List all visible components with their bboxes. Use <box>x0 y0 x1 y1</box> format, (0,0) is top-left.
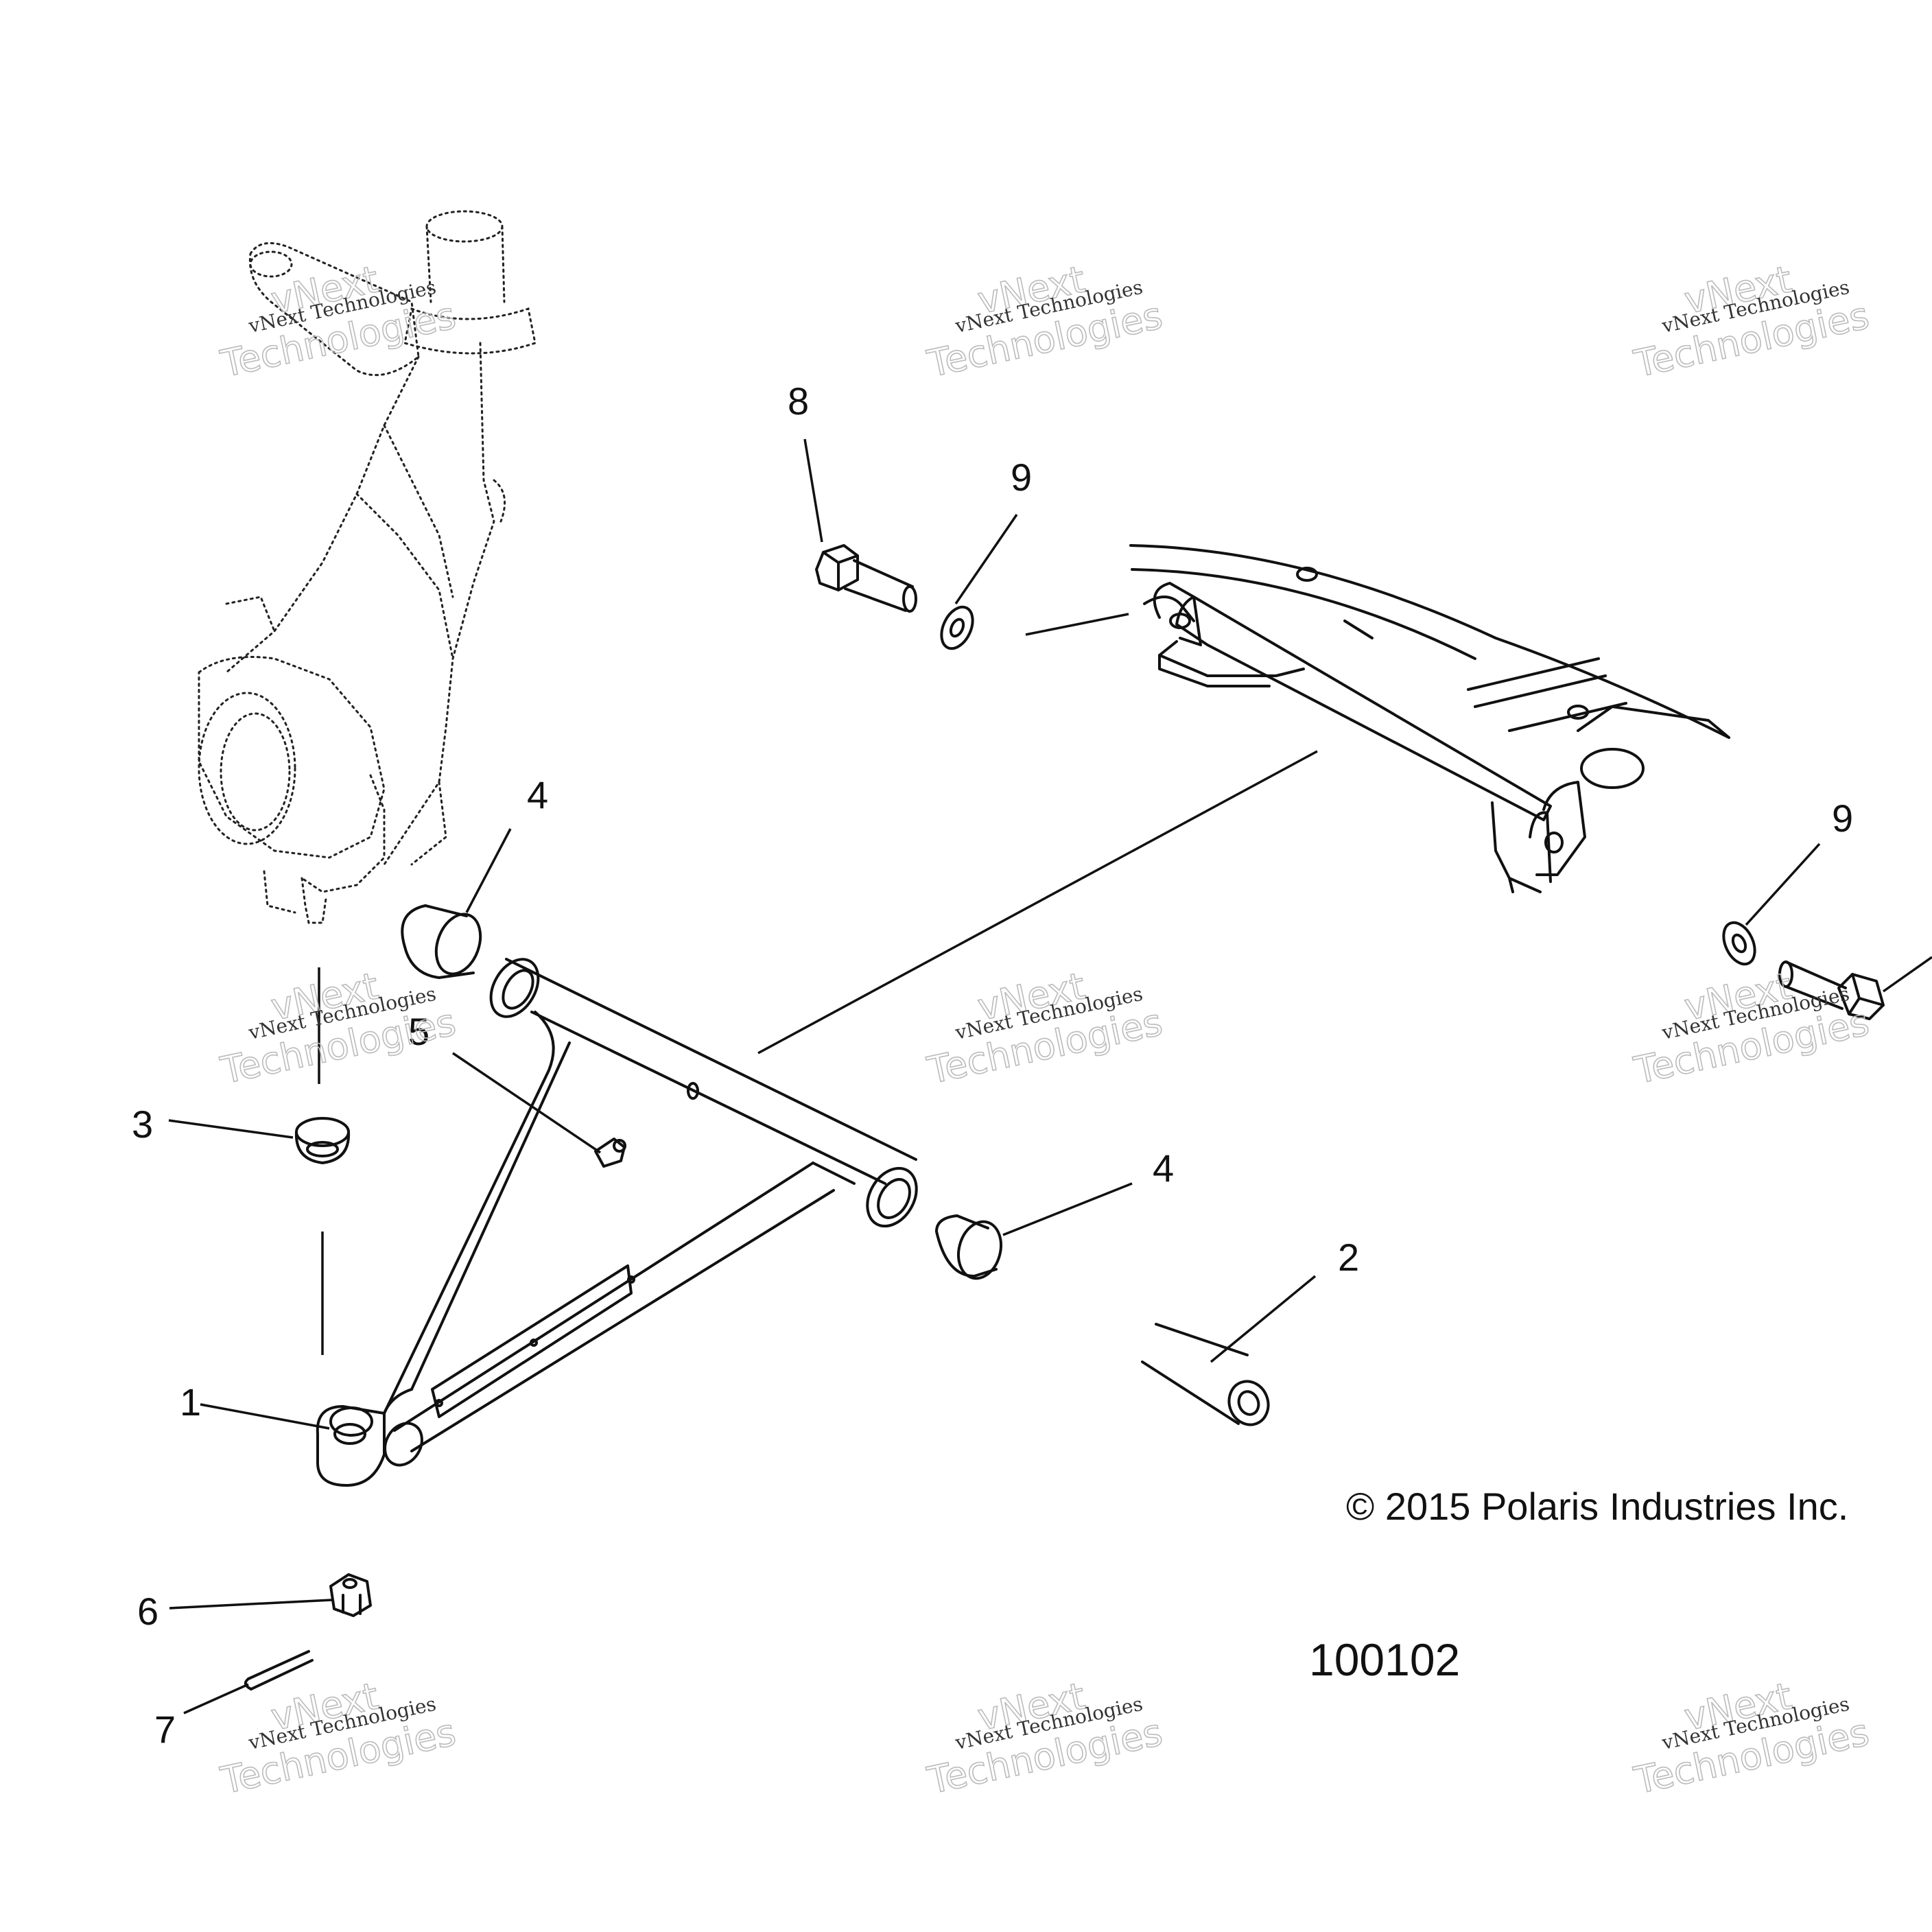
washer-9-right <box>1722 921 1756 966</box>
bushing-4-upper <box>401 904 482 979</box>
watermark-6: vNext vNext Technologies Technologies <box>1629 964 1873 1093</box>
bearing-cup-3 <box>294 1117 351 1164</box>
watermark-7: vNext vNext Technologies Technologies <box>216 1674 460 1803</box>
callout-5: 5 <box>408 1010 429 1053</box>
callout-2: 2 <box>1338 1236 1359 1279</box>
callout-1: 1 <box>180 1380 201 1424</box>
pivot-tube-2 <box>1141 1323 1270 1426</box>
bushing-4-lower <box>935 1214 1002 1280</box>
bolt-right <box>1778 961 1885 1020</box>
frame-mount <box>1129 544 1730 893</box>
callout-7: 7 <box>154 1708 176 1751</box>
callout-6: 6 <box>137 1590 158 1633</box>
callout-9-right: 9 <box>1832 797 1853 840</box>
grease-fitting-5 <box>594 1138 626 1168</box>
a-arm <box>316 958 918 1487</box>
steering-knuckle <box>198 210 537 924</box>
cotter-pin-7 <box>244 1650 314 1690</box>
callout-4-lower: 4 <box>1153 1146 1174 1190</box>
bolt-8 <box>815 544 917 613</box>
diagram-reference-number: 100102 <box>1309 1634 1460 1685</box>
callout-8: 8 <box>788 379 809 423</box>
watermark-5: vNext vNext Technologies Technologies <box>923 964 1166 1093</box>
copyright-notice: © 2015 Polaris Industries Inc. <box>1346 1485 1848 1528</box>
callout-3: 3 <box>132 1103 153 1146</box>
watermark-3: vNext vNext Technologies Technologies <box>1629 257 1873 386</box>
castle-nut-6 <box>329 1573 372 1617</box>
watermark-9: vNext vNext Technologies Technologies <box>1629 1674 1873 1803</box>
watermark-1: vNext vNext Technologies Technologies <box>216 257 460 386</box>
watermark-8: vNext vNext Technologies Technologies <box>923 1674 1166 1803</box>
callout-4-upper: 4 <box>527 773 548 816</box>
watermark-2: vNext vNext Technologies Technologies <box>923 257 1166 386</box>
callout-9-upper: 9 <box>1011 456 1032 499</box>
washer-9-upper <box>940 605 974 650</box>
